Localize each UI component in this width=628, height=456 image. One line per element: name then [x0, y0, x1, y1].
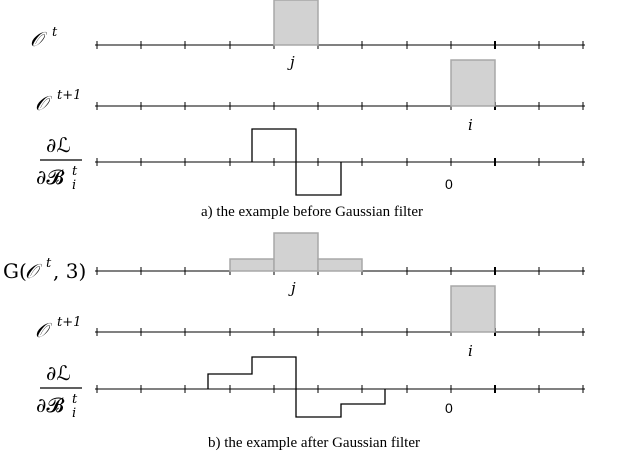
index-i-a: i — [468, 116, 473, 134]
ticks-grad-b — [96, 385, 584, 393]
grad-num-b: ∂ℒ — [46, 361, 71, 385]
o-t1-base-b: 𝒪 — [35, 318, 53, 342]
panel-b: G( 𝒪 t , 3) j 𝒪 t+1 i ∂ℒ ∂𝓑 t i — [3, 232, 585, 451]
row-gauss-label: G( 𝒪 t , 3) — [3, 256, 86, 283]
bar-i-b — [450, 285, 496, 333]
o-t1-base-a: 𝒪 — [35, 91, 53, 115]
bar-i-a — [450, 59, 496, 107]
panel-a: 𝒪 t j 𝒪 t+1 i ∂ℒ ∂𝓑 t i 0 a) the example… — [30, 0, 585, 220]
gauss-prefix: G( — [3, 259, 27, 283]
grad-den-sub-b: i — [72, 406, 76, 421]
index-j-b: j — [288, 279, 296, 297]
grad-num-a: ∂ℒ — [46, 133, 71, 157]
grad-den-b: ∂𝓑 — [36, 393, 64, 417]
o-t-sup: t — [52, 25, 58, 40]
row-o-t1-label: 𝒪 t+1 — [35, 88, 81, 115]
o-t-base: 𝒪 — [30, 27, 48, 51]
gauss-suffix: , 3) — [53, 259, 86, 283]
row-o-t-label: 𝒪 t — [30, 25, 58, 51]
grad-den-a: ∂𝓑 — [36, 165, 64, 189]
index-j-a: j — [287, 53, 295, 71]
caption-a: a) the example before Gaussian filter — [201, 204, 423, 220]
ticks-grad-a — [96, 158, 584, 166]
gradient-step-b — [207, 356, 386, 418]
o-t1-sup-b: t+1 — [57, 315, 81, 330]
grad-label-b: ∂ℒ ∂𝓑 t i — [36, 361, 82, 421]
caption-b: b) the example after Gaussian filter — [208, 435, 420, 451]
bar-j — [273, 0, 319, 46]
gauss-base: 𝒪 — [25, 259, 43, 283]
grad-den-sup-b: t — [72, 392, 78, 407]
grad-den-sup-a: t — [72, 164, 78, 179]
zero-label-a: 0 — [445, 176, 453, 192]
bar-gauss-left — [229, 258, 275, 272]
grad-den-sub-a: i — [72, 178, 76, 193]
o-t1-sup-a: t+1 — [57, 88, 81, 103]
gauss-sup: t — [46, 256, 52, 271]
grad-label-a: ∂ℒ ∂𝓑 t i — [36, 133, 82, 193]
bar-gauss-center — [273, 232, 319, 272]
zero-label-b: 0 — [445, 400, 453, 416]
bar-gauss-right — [317, 258, 363, 272]
index-i-b: i — [468, 342, 473, 360]
row-o-t1-label-b: 𝒪 t+1 — [35, 315, 81, 342]
gradient-step-a — [251, 128, 342, 196]
